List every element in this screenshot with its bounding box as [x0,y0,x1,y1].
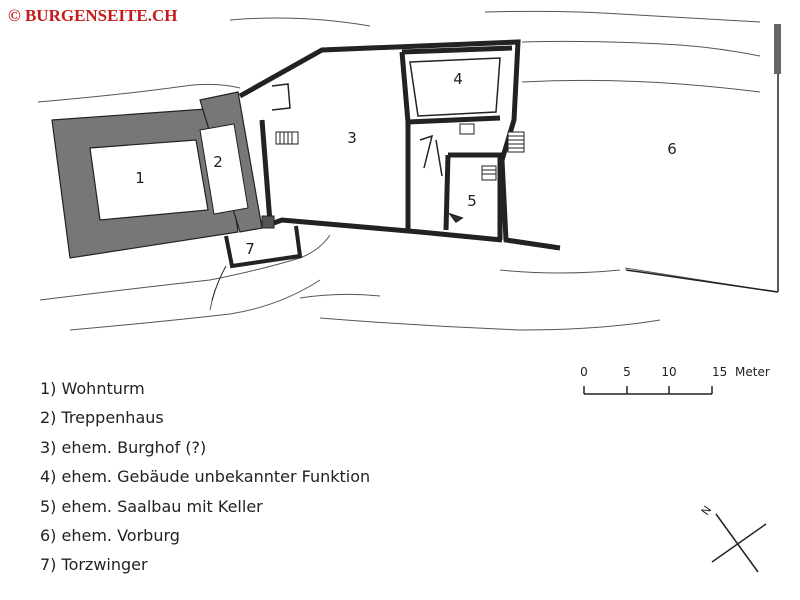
legend-item-7: 7) Torzwinger [40,555,148,575]
legend-item-6: 6) ehem. Vorburg [40,525,180,545]
room-label-7: 7 [245,240,255,258]
main-enclosure-walls [238,39,561,251]
legend-item-2: 2) Treppenhaus [40,408,164,428]
interior-details [271,83,464,224]
room-label-6: 6 [667,140,677,158]
scale-tick-5: 5 [623,365,631,379]
scale-bar: 0 5 10 15 Meter [580,365,770,395]
scale-tick-15: 15 [712,365,727,379]
room-label-1: 1 [135,169,145,187]
scale-tick-0: 0 [580,365,588,379]
scale-unit: Meter [735,365,770,379]
room-label-3: 3 [347,129,357,147]
north-label: N [699,504,714,518]
legend-item-5: 5) ehem. Saalbau mit Keller [40,496,263,516]
legend-item-3: 3) ehem. Burghof (?) [40,437,207,457]
room-label-4: 4 [453,70,463,88]
room-label-5: 5 [467,192,477,210]
copyright-notice: © BURGENSEITE.CH [8,6,178,25]
room-label-2: 2 [213,153,223,171]
vorburg-wall-stub [774,24,781,74]
room-6-vorburg-boundary [625,24,779,293]
north-arrow: N [699,504,767,573]
stairs [261,123,525,229]
room-4-inner-frame [409,57,501,117]
gate-path [211,265,227,301]
room-1-wohnturm-walls [51,107,239,259]
legend-item-4: 4) ehem. Gebäude unbekannter Funktion [40,467,371,487]
legend: 1) Wohnturm 2) Treppenhaus 3) ehem. Burg… [40,378,370,584]
legend-item-1: 1) Wohnturm [40,379,145,398]
scale-tick-10: 10 [661,365,676,379]
room-7-torzwinger-walls [224,225,303,269]
